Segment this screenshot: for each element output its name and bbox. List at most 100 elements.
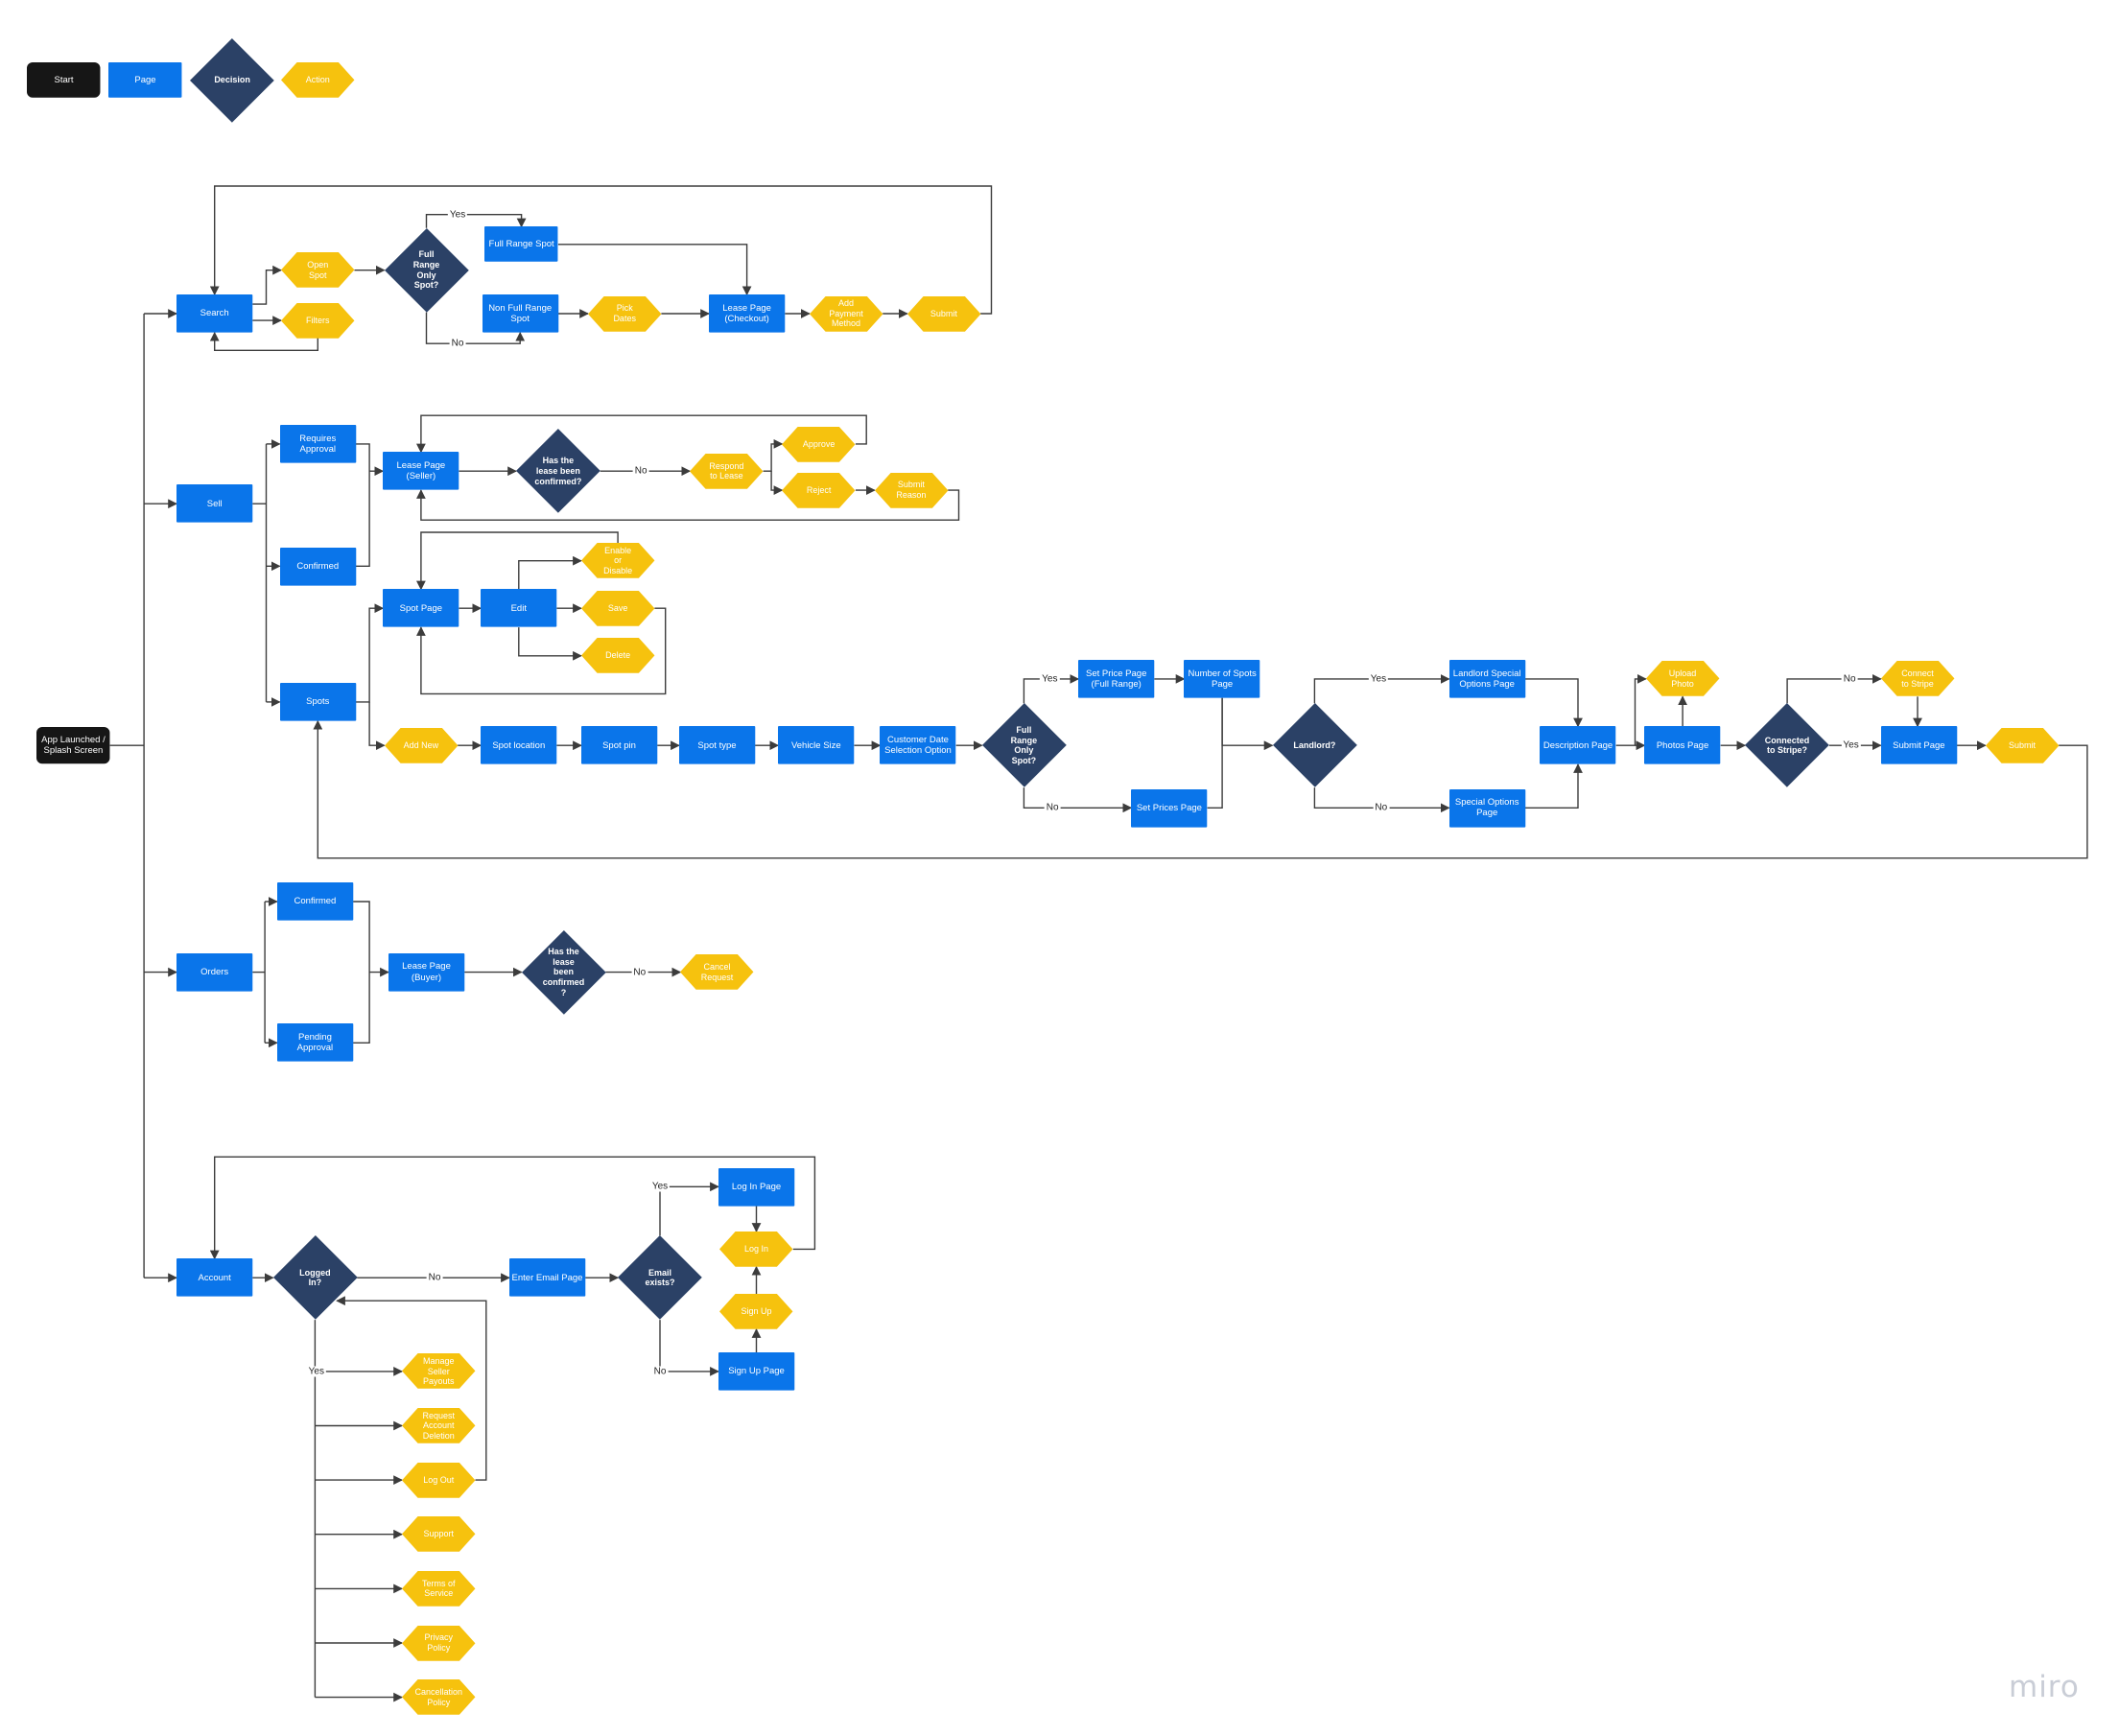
action-node-support[interactable]: Support [402, 1516, 476, 1553]
node-label: Filters [306, 315, 330, 325]
node-label: Submit Reason [896, 480, 927, 501]
connector-line [1786, 674, 1882, 704]
connector-line [415, 607, 667, 695]
node-label: Save [607, 602, 628, 613]
page-node-lease-buyer[interactable]: Lease Page (Buyer) [388, 952, 465, 992]
action-node-delete[interactable]: Delete [580, 638, 655, 674]
page-node-full-range-spot[interactable]: Full Range Spot [484, 226, 558, 263]
page-node-number-spots[interactable]: Number of Spots Page [1184, 660, 1260, 698]
page-node-set-prices[interactable]: Set Prices Page [1131, 788, 1208, 828]
page-node-spots[interactable]: Spots [279, 683, 356, 721]
decision-node-full-range-dec2[interactable]: Full Range Only Spot? [981, 703, 1067, 788]
connector-line [770, 471, 784, 496]
page-node-landlord-special[interactable]: Landlord Special Options Page [1448, 660, 1525, 698]
page-node-lease-checkout[interactable]: Lease Page (Checkout) [708, 294, 786, 333]
action-node-enable-disable[interactable]: Enable or Disable [580, 543, 655, 579]
action-node-open-spot[interactable]: Open Spot [281, 252, 355, 289]
page-node-confirmed-sell[interactable]: Confirmed [279, 547, 356, 586]
page-shape [580, 726, 658, 765]
action-node-log-out[interactable]: Log Out [402, 1462, 476, 1498]
action-node-add-payment[interactable]: Add Payment Method [809, 295, 883, 332]
page-node-orders[interactable]: Orders [177, 952, 253, 992]
node-label: Customer Date Selection Option [884, 735, 952, 757]
action-node-connect-stripe[interactable]: Connect to Stripe [1880, 661, 1955, 697]
decision-node-lease-confirmed-dec[interactable]: Has the lease been confirmed? [515, 429, 600, 514]
page-node-search[interactable]: Search [177, 294, 253, 333]
decision-node-full-range-dec[interactable]: Full Range Only Spot? [384, 227, 469, 313]
page-node-description[interactable]: Description Page [1540, 726, 1616, 765]
action-node-add-new[interactable]: Add New [384, 727, 459, 763]
page-node-special-options[interactable]: Special Options Page [1448, 788, 1525, 828]
page-node-set-price-full[interactable]: Set Price Page (Full Range) [1078, 660, 1155, 698]
node-label: Log Out [423, 1474, 455, 1485]
page-node-sell[interactable]: Sell [177, 484, 253, 524]
decision-shape [1745, 703, 1829, 788]
page-node-lease-seller[interactable]: Lease Page (Seller) [383, 452, 459, 491]
page-node-spot-page[interactable]: Spot Page [383, 589, 459, 628]
page-node-spot-pin[interactable]: Spot pin [580, 726, 658, 765]
decision-node-landlord-dec[interactable]: Landlord? [1272, 703, 1357, 788]
action-node-submit-spot[interactable]: Submit [1985, 727, 2060, 763]
node-label: Log In Page [731, 1181, 782, 1192]
page-shape [1448, 660, 1525, 698]
start-node-app[interactable]: App Launched / Splash Screen [36, 727, 110, 764]
action-node-privacy[interactable]: Privacy Policy [402, 1625, 476, 1661]
page-node-confirmed-orders[interactable]: Confirmed [276, 882, 354, 921]
node-label: Page [134, 74, 156, 85]
action-node-reject[interactable]: Reject [782, 472, 856, 508]
page-node-login-page[interactable]: Log In Page [718, 1167, 795, 1207]
action-node-pick-dates[interactable]: Pick Dates [587, 295, 662, 332]
node-label: Full Range Only Spot? [412, 249, 440, 291]
decision-node-email-exists-dec[interactable]: Email exists? [618, 1235, 702, 1321]
page-node-account[interactable]: Account [177, 1258, 253, 1297]
decision-node-lg-dec[interactable]: Decision [190, 37, 274, 123]
page-node-photos[interactable]: Photos Page [1644, 726, 1721, 765]
page-shape [484, 226, 558, 263]
action-node-submit-reason[interactable]: Submit Reason [874, 472, 949, 508]
action-node-log-in[interactable]: Log In [719, 1232, 793, 1267]
decision-node-lease-confirmed-dec2[interactable]: Has the lease been confirmed ? [521, 929, 606, 1015]
page-node-submit-page[interactable]: Submit Page [1880, 726, 1958, 765]
page-node-lg-page[interactable]: Page [108, 62, 182, 98]
connector-line [1524, 678, 1583, 728]
node-label: Search [200, 308, 229, 319]
action-node-upload-photo[interactable]: Upload Photo [1645, 661, 1720, 697]
connector-line [1023, 787, 1133, 813]
decision-node-stripe-dec[interactable]: Connected to Stripe? [1745, 703, 1829, 788]
decision-shape [190, 37, 274, 123]
page-node-spot-location[interactable]: Spot location [481, 726, 557, 765]
action-node-save[interactable]: Save [580, 590, 655, 626]
action-node-cancellation[interactable]: Cancellation Policy [402, 1679, 476, 1716]
action-shape [874, 472, 949, 508]
decision-node-logged-in-dec[interactable]: Logged In? [272, 1235, 358, 1321]
start-node-lg-start[interactable]: Start [27, 62, 101, 98]
connector-line [1634, 674, 1647, 746]
action-shape [680, 954, 754, 991]
action-shape [402, 1353, 476, 1390]
node-label: Spot pin [602, 739, 636, 751]
page-node-enter-email[interactable]: Enter Email Page [508, 1258, 586, 1297]
action-node-cancel-request[interactable]: Cancel Request [680, 954, 754, 991]
action-node-request-deletion[interactable]: Request Account Deletion [402, 1408, 476, 1443]
action-node-terms[interactable]: Terms of Service [402, 1570, 476, 1607]
page-node-vehicle-size[interactable]: Vehicle Size [778, 726, 855, 765]
action-shape [580, 543, 655, 579]
page-node-requires-approval[interactable]: Requires Approval [279, 425, 356, 463]
action-node-filters[interactable]: Filters [281, 302, 355, 339]
action-node-submit-search[interactable]: Submit [906, 295, 981, 332]
action-node-respond-lease[interactable]: Respond to Lease [690, 453, 764, 489]
page-node-edit[interactable]: Edit [481, 589, 557, 628]
page-node-non-full-range-spot[interactable]: Non Full Range Spot [482, 294, 558, 333]
action-node-manage-payouts[interactable]: Manage Seller Payouts [402, 1353, 476, 1390]
action-node-lg-act[interactable]: Action [281, 62, 355, 98]
page-node-sign-up-page[interactable]: Sign Up Page [718, 1352, 795, 1391]
action-node-sign-up[interactable]: Sign Up [719, 1294, 793, 1329]
page-shape [388, 952, 465, 992]
action-shape [402, 1462, 476, 1498]
page-node-pending-approval[interactable]: Pending Approval [276, 1023, 354, 1063]
page-node-spot-type[interactable]: Spot type [678, 726, 756, 765]
action-node-approve[interactable]: Approve [782, 426, 856, 462]
page-node-customer-date[interactable]: Customer Date Selection Option [880, 726, 956, 765]
